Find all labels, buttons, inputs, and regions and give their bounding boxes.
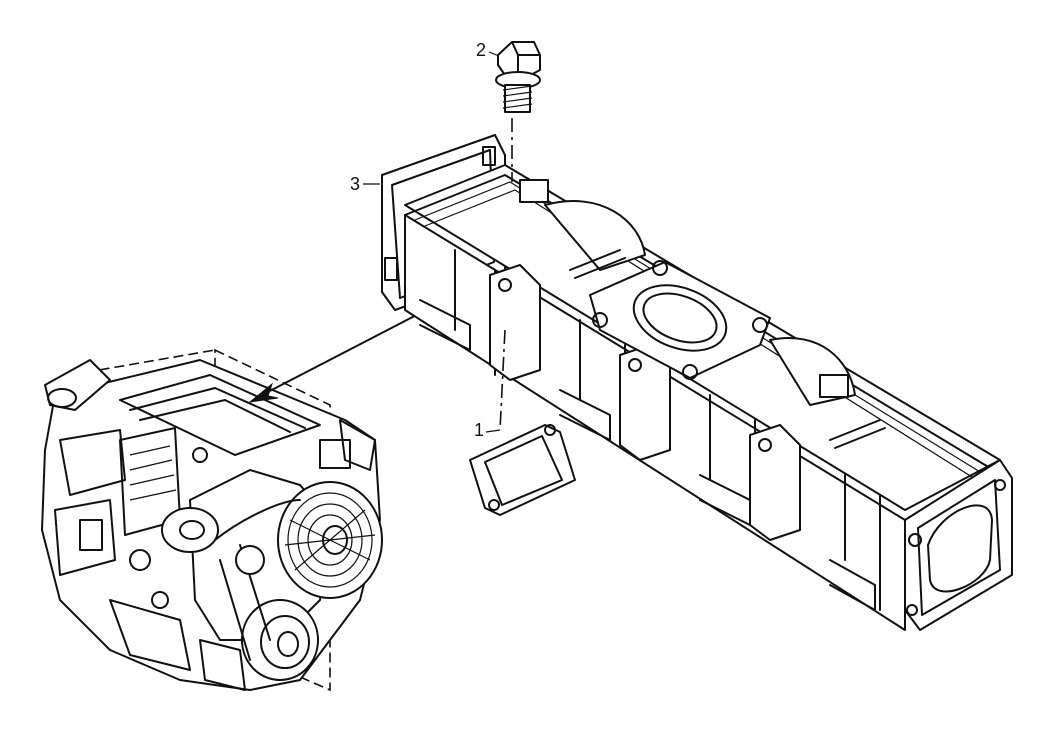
bolt-icon [495,41,541,431]
callout-manifold: 3 [350,174,360,194]
fan-icon [277,481,383,599]
exhaust-manifold-icon [381,134,1013,631]
turbo-flange [589,260,771,380]
callout-bolt: 2 [476,40,486,60]
callout-gasket: 1 [474,420,484,440]
engine-assembly-icon [41,348,383,692]
gasket-icon [469,424,576,516]
installation-arrow [248,307,431,403]
